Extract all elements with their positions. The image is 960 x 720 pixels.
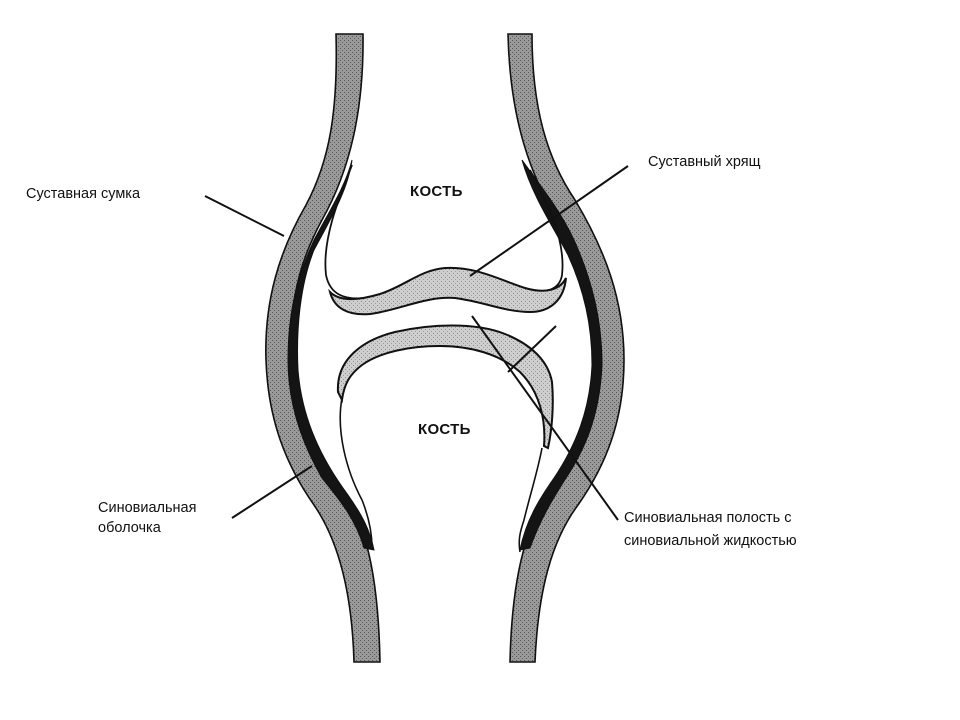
bone-bottom-outline bbox=[339, 397, 373, 549]
bone-top-label: КОСТЬ bbox=[410, 183, 463, 200]
label-articular-cartilage: Суставный хрящ bbox=[648, 154, 761, 170]
leader-joint-capsule bbox=[204, 195, 285, 237]
articular-cartilage-bottom bbox=[336, 324, 554, 450]
bone-bottom-outline-right bbox=[518, 447, 543, 553]
label-synovial-cavity-line2: синовиальной жидкостью bbox=[624, 533, 797, 549]
label-synovial-membrane-line2: оболочка bbox=[98, 520, 162, 536]
leader-synovial-cavity-b bbox=[507, 325, 557, 373]
label-synovial-membrane-line1: Синовиальная bbox=[98, 500, 196, 516]
label-synovial-cavity-line1: Синовиальная полость с bbox=[624, 510, 792, 526]
leader-synovial-cavity-a bbox=[471, 315, 619, 521]
label-joint-capsule: Суставная сумка bbox=[26, 186, 141, 202]
bone-bottom-label: КОСТЬ bbox=[418, 421, 471, 438]
leader-synovial-membrane bbox=[231, 465, 313, 519]
synovial-membrane-left bbox=[287, 159, 375, 551]
articular-cartilage-top bbox=[328, 266, 567, 316]
leader-articular-cartilage bbox=[469, 165, 629, 277]
